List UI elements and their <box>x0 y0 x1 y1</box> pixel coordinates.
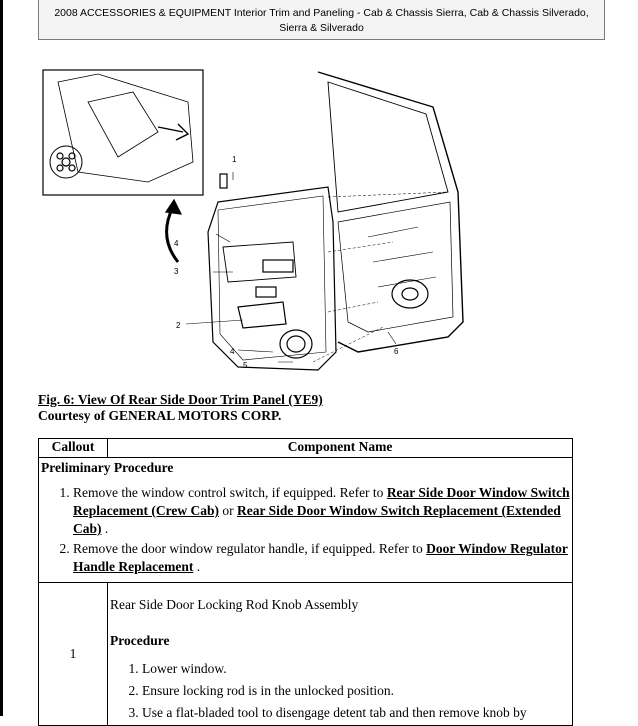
callout-label-3: 3 <box>174 267 179 276</box>
document-header: 2008 ACCESSORIES & EQUIPMENT Interior Tr… <box>38 0 605 40</box>
callout-label-4-lower: 4 <box>230 347 235 356</box>
link-window-switch-crew-cab[interactable]: Rear Side Door Window Switch Replacement… <box>73 485 570 518</box>
figure-caption[interactable]: Fig. 6: View Of Rear Side Door Trim Pane… <box>38 392 323 407</box>
procedure-step: Ensure locking rod is in the unlocked po… <box>142 681 570 701</box>
trim-panel-outline <box>207 186 337 371</box>
preliminary-cell: Preliminary Procedure Remove the window … <box>38 457 573 583</box>
header-line-1: 2008 ACCESSORIES & EQUIPMENT Interior Tr… <box>54 7 589 19</box>
step-1-text: Remove the window control switch, if equ… <box>73 485 387 500</box>
step-2-end: . <box>193 559 201 574</box>
step-1-end: . <box>101 521 109 536</box>
component-cell-1: Rear Side Door Locking Rod Knob Assembly… <box>107 582 573 726</box>
callout-label-4-upper: 4 <box>174 239 179 248</box>
door-illustration: 1 2 3 4 4 5 6 <box>42 69 464 371</box>
callout-label-6: 6 <box>394 347 399 356</box>
procedure-step: Lower window. <box>142 659 570 679</box>
callout-label-5: 5 <box>243 361 248 370</box>
preliminary-step-2: Remove the door window regulator handle,… <box>73 540 572 576</box>
preliminary-row: Preliminary Procedure Remove the window … <box>38 457 573 583</box>
step-1-or: or <box>218 503 237 518</box>
header-component-name: Component Name <box>107 438 573 458</box>
component-row-1: 1 Rear Side Door Locking Rod Knob Assemb… <box>38 582 573 726</box>
trim-panel-figure: 1 2 3 4 4 5 6 <box>38 62 578 384</box>
header-callout: Callout <box>38 438 108 458</box>
preliminary-step-1: Remove the window control switch, if equ… <box>73 484 572 538</box>
header-line-2: Sierra & Silverado <box>279 22 364 34</box>
callout-cell-1: 1 <box>38 582 108 726</box>
preliminary-label: Preliminary Procedure <box>41 460 174 475</box>
link-window-switch-extended-cab[interactable]: Rear Side Door Window Switch Replacement… <box>73 503 561 536</box>
component-table: Callout Component Name Preliminary Proce… <box>38 438 573 726</box>
inset-detail-box <box>42 69 204 196</box>
table-header-row: Callout Component Name <box>38 438 573 458</box>
link-regulator-handle[interactable]: Door Window Regulator Handle Replacement <box>73 541 568 574</box>
procedure-steps: Lower window. Ensure locking rod is in t… <box>110 659 570 723</box>
preliminary-steps: Remove the window control switch, if equ… <box>39 484 572 576</box>
callout-label-1: 1 <box>232 155 237 164</box>
callout-label-2: 2 <box>176 321 181 330</box>
figure-credit: Courtesy of GENERAL MOTORS CORP. <box>38 408 282 423</box>
door-frame-outline <box>317 71 464 353</box>
procedure-step: Use a flat-bladed tool to disengage dete… <box>142 703 570 723</box>
step-2-text: Remove the door window regulator handle,… <box>73 541 427 556</box>
procedure-label: Procedure <box>110 633 170 648</box>
page-left-rule <box>0 0 3 716</box>
component-title: Rear Side Door Locking Rod Knob Assembly <box>110 597 359 612</box>
